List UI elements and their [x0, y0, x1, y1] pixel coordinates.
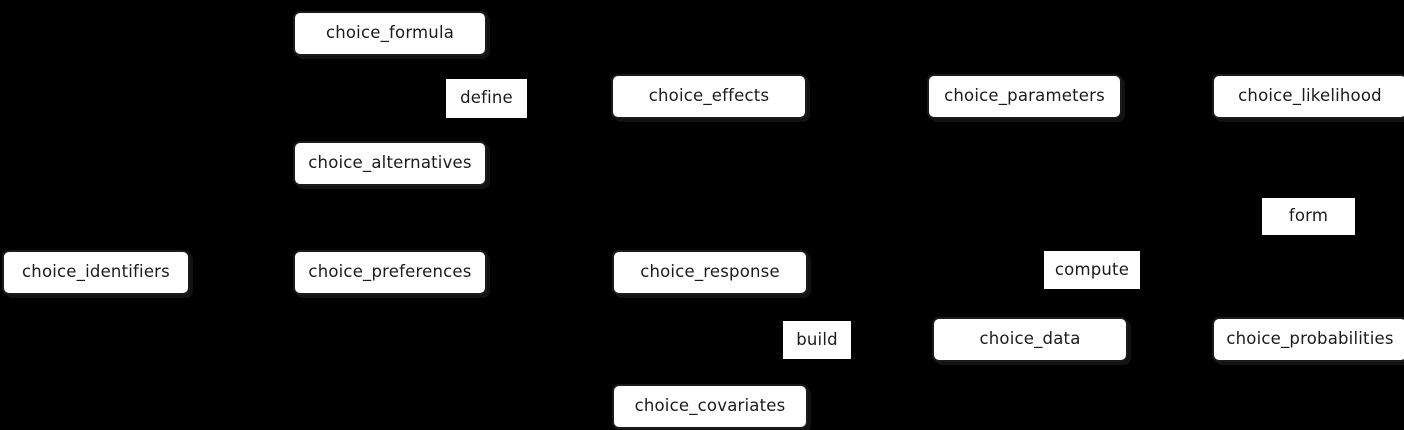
node-choice-data[interactable]: choice_data [932, 317, 1128, 362]
node-choice-identifiers[interactable]: choice_identifiers [2, 250, 190, 295]
node-choice-probabilities[interactable]: choice_probabilities [1212, 317, 1404, 362]
node-label: choice_data [979, 329, 1081, 349]
edge-label-text: define [460, 88, 513, 108]
node-choice-alternatives[interactable]: choice_alternatives [293, 141, 487, 186]
edge-parameters-probabilities [1071, 118, 1212, 340]
node-choice-preferences[interactable]: choice_preferences [293, 250, 487, 295]
node-choice-effects[interactable]: choice_effects [611, 74, 807, 119]
node-choice-parameters[interactable]: choice_parameters [927, 74, 1122, 119]
node-label: choice_likelihood [1238, 86, 1382, 106]
node-label: choice_effects [648, 86, 770, 106]
edge-label-form: form [1262, 198, 1355, 235]
edge-label-text: build [796, 329, 838, 349]
node-label: choice_preferences [308, 262, 472, 282]
edge-label-compute: compute [1044, 251, 1140, 289]
node-label: choice_response [640, 262, 780, 282]
node-label: choice_alternatives [308, 153, 472, 173]
node-label: choice_formula [325, 23, 455, 43]
node-choice-covariates[interactable]: choice_covariates [612, 384, 808, 429]
node-choice-likelihood[interactable]: choice_likelihood [1212, 74, 1404, 119]
node-choice-formula[interactable]: choice_formula [293, 11, 487, 56]
edge-label-build: build [783, 321, 851, 359]
node-label: choice_identifiers [22, 262, 170, 282]
edge-label-define: define [446, 79, 527, 118]
node-label: choice_probabilities [1226, 329, 1394, 349]
edge-label-text: compute [1054, 259, 1130, 279]
node-choice-response[interactable]: choice_response [612, 250, 808, 295]
edge-label-text: form [1288, 206, 1329, 226]
node-label: choice_covariates [634, 396, 786, 416]
node-label: choice_parameters [944, 86, 1105, 106]
